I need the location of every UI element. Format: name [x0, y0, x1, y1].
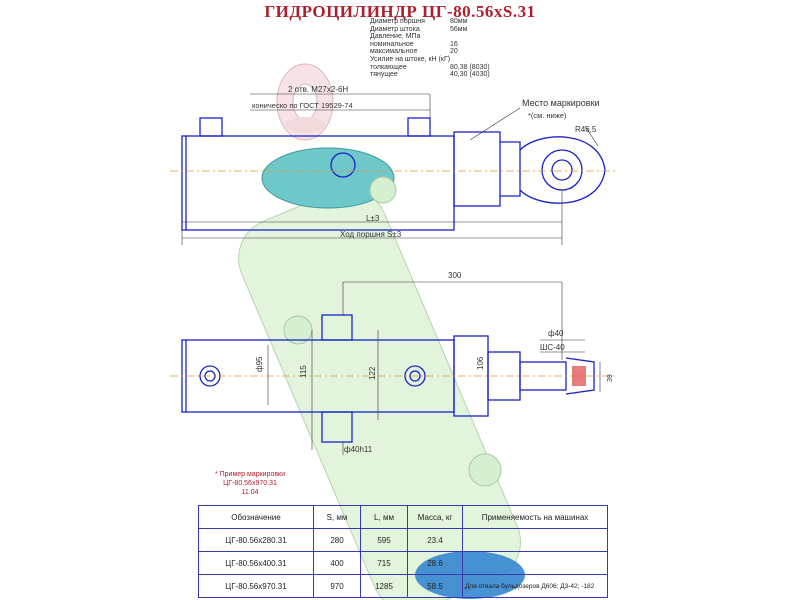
side-view-dims — [267, 281, 601, 455]
table-header-cell: S, мм — [313, 505, 361, 529]
variants-table: Обозначение S, мм L, мм Масса, кг Примен… — [198, 505, 608, 598]
table-cell: 280 — [313, 528, 361, 552]
leader-radius — [584, 125, 599, 147]
top-view-rod — [500, 141, 521, 197]
spec-key: тянущее — [370, 71, 398, 79]
table-header-cell: Применяемость на машинах — [462, 505, 608, 529]
table-cell: 970 — [313, 574, 361, 598]
label-see-below: *(см. ниже) — [528, 111, 567, 120]
table-cell: 1285 — [360, 574, 408, 598]
spec-key: номинальное — [370, 40, 414, 48]
spec-row: тянущее 40,30 (4030) — [370, 71, 490, 79]
top-view-gland — [453, 131, 501, 207]
table-header-cell: L, мм — [360, 505, 408, 529]
top-view — [181, 117, 606, 231]
label-marking-place: Место маркировки — [522, 98, 600, 108]
table-cell: 595 — [360, 528, 408, 552]
spec-row: толкающее 80,38 (8030) — [370, 64, 490, 72]
spec-key: Давление, МПа — [370, 33, 421, 41]
render-port-bottom — [468, 453, 502, 487]
spec-value: 20 — [450, 48, 458, 56]
spec-list: Диаметр поршня 80мм Диаметр штока 56мм Дав… — [370, 18, 490, 79]
marking-example-note: * Пример маркировки ЦГ-80.56х970.31 11.0… — [200, 470, 300, 497]
label-stroke: Ход поршня S±3 — [340, 230, 402, 239]
table-cell — [462, 551, 608, 575]
side-view-trunnion-bottom — [321, 411, 353, 443]
spec-row: номинальное 16 — [370, 41, 490, 49]
label-thread: 2 отв. М27х2-6Н — [288, 85, 348, 94]
render-head-collar — [261, 147, 395, 209]
table-header-cell: Масса, кг — [407, 505, 463, 529]
table-row: ЦГ-80.56х400.31 400 715 28.6 — [198, 551, 608, 575]
label-dim-39: 39 — [607, 374, 614, 382]
table-cell: ЦГ-80.56х970.31 — [198, 574, 314, 598]
spec-key: Усилие на штоке, кН (кГ) — [370, 55, 451, 63]
side-view-trunnion-top — [321, 314, 353, 341]
table-cell: 28.6 — [407, 551, 463, 575]
spec-row: Диаметр штока 56мм — [370, 26, 490, 34]
spec-value: 16 — [450, 40, 458, 48]
table-header-row: Обозначение S, мм L, мм Масса, кг Примен… — [198, 505, 608, 529]
spec-row: Давление, МПа — [370, 33, 490, 41]
note-line: ЦГ-80.56х970.31 — [223, 480, 277, 487]
top-view-port-left — [199, 117, 223, 137]
table-row: ЦГ-80.56х970.31 970 1285 58.5 Для отвала… — [198, 574, 608, 598]
top-view-eye-inner — [551, 159, 573, 181]
top-view-rod-eye — [519, 136, 606, 204]
note-line: * Пример маркировки — [214, 471, 286, 478]
side-view-eye-section — [572, 366, 586, 386]
table-cell: 23.4 — [407, 528, 463, 552]
top-view-port-right — [407, 117, 431, 137]
label-shs40: ШС-40 — [540, 343, 565, 352]
label-d95: ф95 — [255, 356, 264, 372]
spec-key: Диаметр поршня — [370, 18, 425, 25]
label-radius: R46,5 — [575, 125, 597, 134]
top-view-dims — [181, 93, 599, 245]
label-gost: коническо по ГОСТ 19529-74 — [252, 101, 353, 110]
label-d40: ф40 — [548, 329, 564, 338]
note-line: 11.04 — [241, 489, 259, 496]
table-header-cell: Обозначение — [198, 505, 314, 529]
label-d115: 115 — [299, 365, 308, 378]
table-row: ЦГ-80.56х280.31 280 595 23.4 — [198, 528, 608, 552]
drawing-title: ГИДРОЦИЛИНДР ЦГ-80.56хS.31 — [264, 2, 536, 21]
top-view-port-circle — [330, 152, 356, 178]
spec-row: максимальное 20 — [370, 48, 490, 56]
table-cell: 400 — [313, 551, 361, 575]
spec-value: 80,38 (8030) — [450, 63, 490, 71]
spec-row: Диаметр поршня 80мм — [370, 18, 490, 26]
table-cell: 715 — [360, 551, 408, 575]
leader-marking — [469, 107, 521, 141]
label-d40h11: ф40h11 — [344, 445, 373, 454]
top-view-eye-outer — [541, 149, 583, 191]
spec-value: 56мм — [450, 25, 468, 33]
render-port-top — [369, 176, 397, 204]
label-d122: 122 — [368, 366, 377, 380]
label-dim-300: 300 — [448, 271, 462, 280]
label-d106: 106 — [476, 356, 485, 370]
table-cell: Для отвала бульдозеров Д606; Д3-42; -182 — [462, 574, 608, 598]
spec-key: Диаметр штока — [370, 25, 420, 33]
spec-value: 80мм — [450, 18, 468, 25]
table-cell — [462, 528, 608, 552]
spec-key: толкающее — [370, 63, 407, 71]
spec-row: Усилие на штоке, кН (кГ) — [370, 56, 490, 64]
table-cell: ЦГ-80.56х280.31 — [198, 528, 314, 552]
table-cell: 58.5 — [407, 574, 463, 598]
table-cell: ЦГ-80.56х400.31 — [198, 551, 314, 575]
render-eye-neck — [285, 117, 325, 133]
spec-key: максимальное — [370, 48, 418, 56]
label-length: L±3 — [366, 214, 380, 223]
spec-value: 40,30 (4030) — [450, 71, 490, 79]
